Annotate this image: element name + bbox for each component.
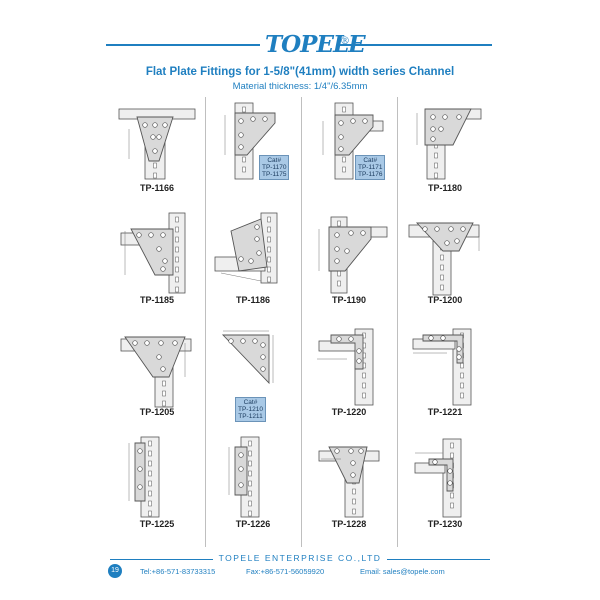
- fitting-drawing: [322, 102, 384, 180]
- telephone: Tel:+86-571-83733315: [140, 567, 216, 576]
- product-code: TP-1228: [331, 519, 367, 529]
- logo-rule-left: [106, 44, 260, 46]
- product-item: TP-1166: [109, 97, 205, 209]
- company-name: TOPELE ENTERPRISE CO.,LTD: [0, 553, 600, 563]
- product-code: TP-1225: [139, 519, 175, 529]
- fitting-drawing: [228, 436, 260, 518]
- page-title: Flat Plate Fittings for 1-5/8"(41mm) wid…: [145, 66, 455, 78]
- product-code: TP-1200: [427, 295, 463, 305]
- product-item: TP-1226: [205, 433, 301, 545]
- catalog-code: TP-1210: [238, 406, 263, 413]
- product-item: TP-1200: [397, 209, 493, 321]
- fitting-drawing: [318, 446, 380, 518]
- product-item: TP-1228: [301, 433, 397, 545]
- catalog-code: TP-1211: [238, 413, 263, 420]
- fax: Fax:+86-571-56059920: [246, 567, 325, 576]
- product-code: TP-1180: [427, 183, 463, 193]
- product-item: TP-1230: [397, 433, 493, 545]
- product-item: TP-1190: [301, 209, 397, 321]
- grid-divider: [205, 97, 206, 547]
- product-code: TP-1220: [331, 407, 367, 417]
- product-item: TP-1185: [109, 209, 205, 321]
- fitting-drawing: [118, 108, 196, 180]
- page-number: 19: [108, 564, 122, 578]
- registered-mark: ®: [340, 36, 350, 47]
- product-code: TP-1185: [139, 295, 175, 305]
- fitting-drawing: [416, 108, 482, 180]
- catalog-heading: Cat#: [363, 157, 378, 164]
- catalog-code: TP-1175: [262, 171, 287, 178]
- fitting-drawing: [120, 336, 192, 408]
- product-code: TP-1205: [139, 407, 175, 417]
- grid-divider: [301, 97, 302, 547]
- catalog-code: TP-1171: [358, 164, 383, 171]
- email: Email: sales@topele.com: [360, 567, 445, 576]
- page-subtitle: Material thickness: 1/4"/6.35mm: [232, 81, 368, 92]
- fitting-drawing: [214, 212, 278, 284]
- catalog-heading: Cat#: [243, 399, 258, 406]
- product-item: TP-1186: [205, 209, 301, 321]
- fitting-drawing: [221, 330, 274, 385]
- product-code: TP-1166: [139, 183, 175, 193]
- fitting-drawing: [318, 216, 388, 294]
- product-code: TP-1186: [235, 295, 271, 305]
- fitting-drawing: [128, 436, 160, 518]
- product-item: TP-1220: [301, 321, 397, 433]
- brand-logo: TOPELE ®: [265, 28, 366, 62]
- product-code: TP-1230: [427, 519, 463, 529]
- product-item: TP-1225: [109, 433, 205, 545]
- grid-divider: [397, 97, 398, 547]
- logo-row: TOPELE ®: [0, 28, 600, 62]
- product-code: TP-1221: [427, 407, 463, 417]
- product-item: TP-1205: [109, 321, 205, 433]
- fitting-drawing: [224, 102, 276, 180]
- product-code: TP-1226: [235, 519, 271, 529]
- logo-rule-right: [340, 44, 492, 46]
- product-item: TP-1180: [397, 97, 493, 209]
- fitting-drawing: [317, 328, 374, 406]
- catalog-code: TP-1170: [262, 164, 287, 171]
- catalog-heading: Cat#: [267, 157, 282, 164]
- catalog-code: TP-1176: [358, 171, 383, 178]
- product-code: TP-1190: [331, 295, 367, 305]
- fitting-drawing: [408, 222, 480, 296]
- fitting-drawing: [414, 438, 462, 518]
- fitting-drawing: [412, 328, 472, 406]
- fitting-drawing: [120, 212, 186, 294]
- product-item: TP-1221: [397, 321, 493, 433]
